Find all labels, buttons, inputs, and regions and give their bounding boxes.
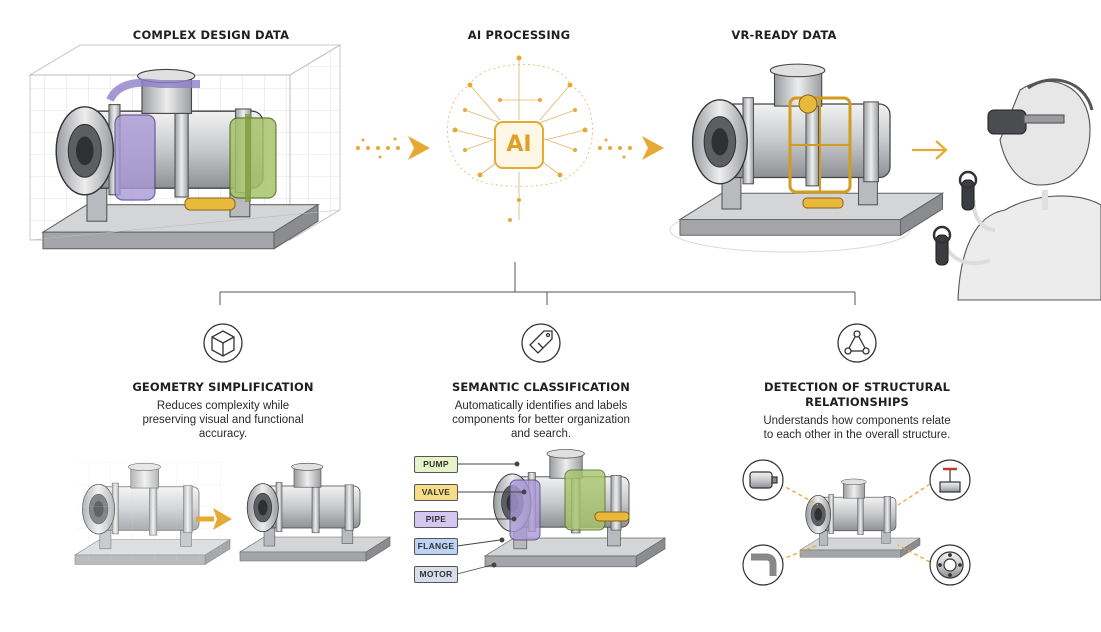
complex-pump-illustration	[28, 44, 342, 250]
classification-pump-illustration	[484, 448, 666, 568]
component-label-flange: FLANGE	[414, 538, 458, 555]
vr-ready-pump-illustration	[669, 63, 944, 253]
component-label-pump: PUMP	[414, 456, 458, 473]
valve-icon	[929, 459, 971, 501]
cube-icon	[203, 323, 243, 363]
relationship-dashed-links	[779, 483, 931, 563]
feature-title: SEMANTIC CLASSIFICATION	[451, 380, 631, 394]
feature-connector-lines	[219, 262, 856, 305]
classification-leader-lines	[456, 461, 527, 575]
component-label-motor: MOTOR	[414, 566, 458, 583]
vr-user-illustration	[932, 78, 1101, 301]
ai-nodes	[452, 55, 588, 222]
simplification-after-illustration	[239, 462, 391, 562]
flow-arrow-2	[598, 136, 664, 160]
component-label-pipe: PIPE	[414, 511, 458, 528]
stage-title-vr-ready: VR-READY DATA	[731, 28, 837, 42]
network-icon	[837, 323, 877, 363]
motor-icon	[742, 459, 784, 501]
stage-title-design-data: COMPLEX DESIGN DATA	[132, 28, 290, 42]
feature-title: DETECTION OF STRUCTURAL RELATIONSHIPS	[763, 380, 951, 409]
relationships-pump-illustration	[799, 478, 921, 558]
feature-semantic-classification: SEMANTIC CLASSIFICATION Automatically id…	[416, 380, 666, 441]
pipe-elbow-icon	[742, 544, 784, 586]
tag-icon	[521, 323, 561, 363]
component-label-valve: VALVE	[414, 484, 458, 501]
ai-badge-label: AI	[506, 132, 532, 157]
flow-arrow-1	[356, 136, 430, 160]
simplification-before-illustration	[74, 462, 231, 565]
feature-description: Understands how components relate to eac…	[763, 415, 951, 441]
flange-icon	[929, 544, 971, 586]
flow-arrow-3	[912, 140, 948, 160]
feature-description: Automatically identifies and labels comp…	[452, 400, 630, 440]
stage-title-ai-processing: AI PROCESSING	[467, 28, 571, 42]
simplification-arrow	[213, 508, 232, 530]
feature-structural-relationships: DETECTION OF STRUCTURAL RELATIONSHIPS Un…	[732, 380, 982, 442]
ai-badge-box	[494, 121, 544, 169]
feature-description: Reduces complexity while preserving visu…	[142, 400, 304, 440]
feature-geometry-simplification: GEOMETRY SIMPLIFICATION Reduces complexi…	[108, 380, 338, 441]
feature-title: GEOMETRY SIMPLIFICATION	[132, 380, 314, 394]
